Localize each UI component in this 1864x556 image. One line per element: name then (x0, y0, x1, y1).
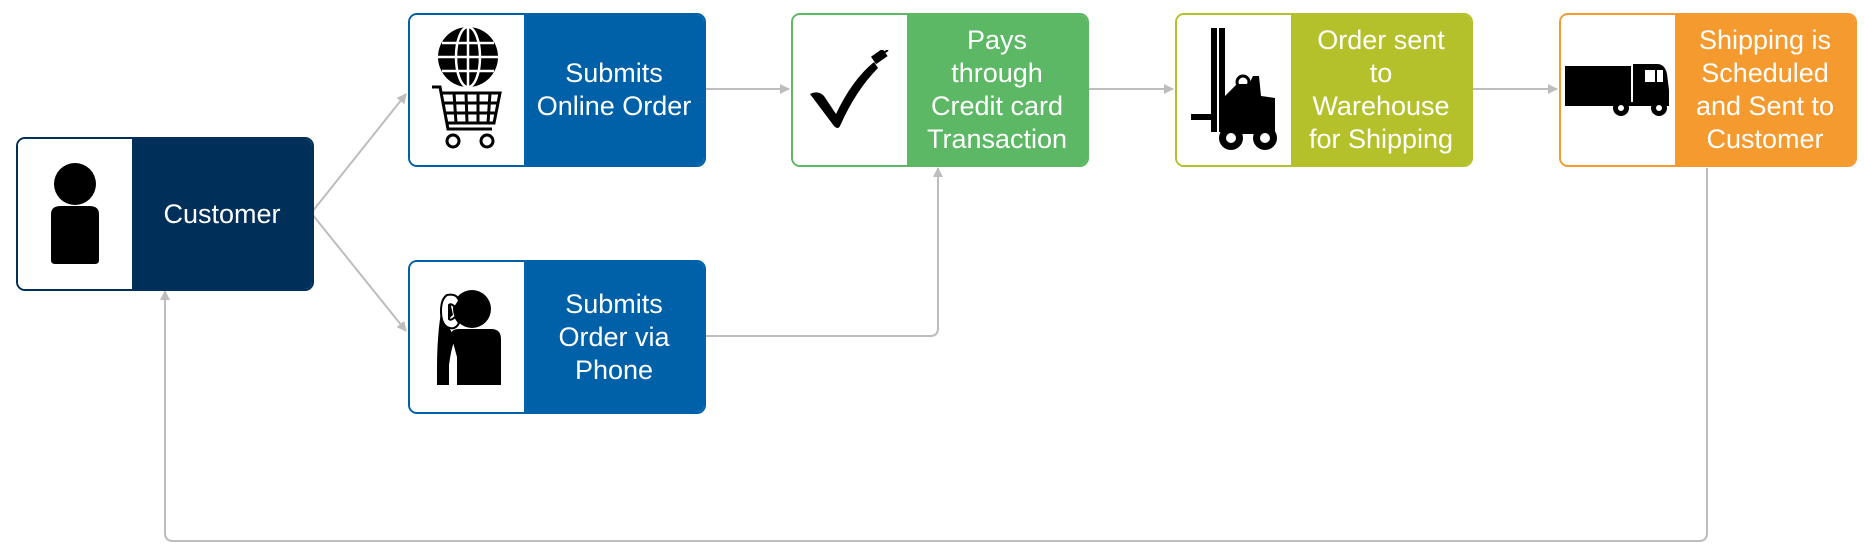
edge-customer-to-phone-order (311, 213, 407, 332)
node-shipping-label: Shipping is Scheduled and Sent to Custom… (1675, 15, 1855, 165)
checkmark-icon (810, 50, 889, 128)
node-shipping[interactable]: Shipping is Scheduled and Sent to Custom… (1559, 13, 1857, 167)
globe-cart-icon (432, 25, 502, 149)
node-customer-label: Customer (132, 139, 312, 289)
node-warehouse-icon-cell (1177, 15, 1291, 165)
person-icon (51, 163, 99, 264)
forklift-icon (1191, 28, 1277, 150)
node-phone-order-label: Submits Order via Phone (524, 262, 704, 412)
node-customer-icon-cell (18, 139, 132, 289)
edge-customer-to-online-order (311, 93, 407, 213)
edge-shipping-to-customer (160, 168, 1708, 542)
phone-person-icon (437, 290, 501, 385)
truck-icon (1565, 64, 1669, 116)
node-warehouse-label: Order sent to Warehouse for Shipping (1291, 15, 1471, 165)
node-warehouse[interactable]: Order sent to Warehouse for Shipping (1175, 13, 1473, 167)
node-phone-order-icon-cell (410, 262, 524, 412)
node-online-order-label: Submits Online Order (524, 15, 704, 165)
node-payment-icon-cell (793, 15, 907, 165)
node-shipping-icon-cell (1561, 15, 1675, 165)
edge-phone-order-to-payment (705, 167, 943, 337)
node-online-order[interactable]: Submits Online Order (408, 13, 706, 167)
node-payment[interactable]: Pays through Credit card Transaction (791, 13, 1089, 167)
node-customer[interactable]: Customer (16, 137, 314, 291)
node-online-order-icon-cell (410, 15, 524, 165)
node-payment-label: Pays through Credit card Transaction (907, 15, 1087, 165)
node-phone-order[interactable]: Submits Order via Phone (408, 260, 706, 414)
